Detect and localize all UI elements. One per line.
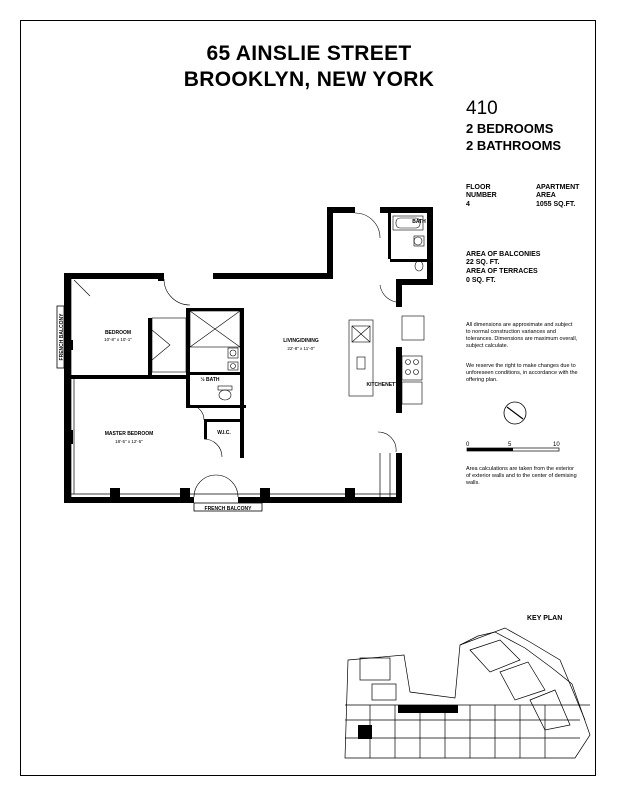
bathroom-count: 2 BATHROOMS — [466, 138, 562, 153]
windows — [70, 279, 396, 497]
room-label-master: MASTER BEDROOM — [105, 431, 154, 437]
bedroom-count: 2 BEDROOMS — [466, 121, 554, 136]
room-label-living: LIVING/DINING — [283, 338, 319, 344]
room-label-bath: BATH — [412, 219, 426, 225]
north-arrow-icon — [503, 401, 527, 425]
label-french-balcony-bottom: FRENCH BALCONY — [205, 506, 253, 512]
floor-label-1: FLOOR — [466, 184, 491, 191]
room-dim-living: 22'-8" x 11'-0" — [287, 346, 315, 351]
interior-walls — [64, 213, 427, 497]
key-plan-highlight — [358, 705, 458, 739]
room-label-bedroom: BEDROOM — [105, 330, 131, 336]
room-label-kitchenette: KITCHENETTE — [367, 382, 403, 388]
area-label-1: APARTMENT — [536, 184, 580, 191]
floor-label-2: NUMBER — [466, 192, 497, 199]
room-dim-master: 18'-5" x 12'-5" — [115, 439, 143, 444]
area-value: 1055 SQ.FT. — [536, 201, 576, 208]
exterior-walls — [64, 207, 433, 503]
scale-5: 5 — [508, 442, 512, 448]
scale-0: 0 — [466, 442, 470, 448]
key-plan-drawing — [344, 627, 591, 759]
fixtures — [217, 215, 425, 405]
label-french-balcony-left: FRENCH BALCONY — [59, 313, 65, 361]
terraces-value: 0 SQ. FT. — [466, 277, 496, 284]
note-dimensions: All dimensions are approximate and subje… — [466, 322, 578, 349]
room-dim-bedroom: 10'-8" x 10'-1" — [104, 337, 132, 342]
french-balcony-rails — [56, 305, 263, 512]
floor-value: 4 — [466, 201, 470, 208]
address-line-2: BROOKLYN, NEW YORK — [183, 68, 435, 91]
page-border — [20, 20, 596, 776]
room-label-half-bath: ½ BATH — [200, 376, 219, 383]
closets — [151, 310, 241, 373]
balconies-label: AREA OF BALCONIES — [466, 251, 541, 258]
door-swings — [73, 212, 397, 498]
terraces-label: AREA OF TERRACES — [466, 268, 538, 275]
note-changes: We reserve the right to make changes due… — [466, 363, 578, 383]
key-plan-label: KEY PLAN — [527, 615, 563, 622]
area-label-2: AREA — [536, 192, 556, 199]
note-area-calc: Area calculations are taken from the ext… — [466, 466, 577, 486]
address-line-1: 65 AINSLIE STREET — [206, 42, 412, 65]
balconies-value: 22 SQ. FT. — [466, 259, 500, 266]
unit-number: 410 — [466, 98, 498, 119]
scale-bar — [466, 447, 560, 452]
room-label-wic: W.I.C. — [217, 430, 231, 436]
scale-10: 10 — [553, 442, 560, 448]
